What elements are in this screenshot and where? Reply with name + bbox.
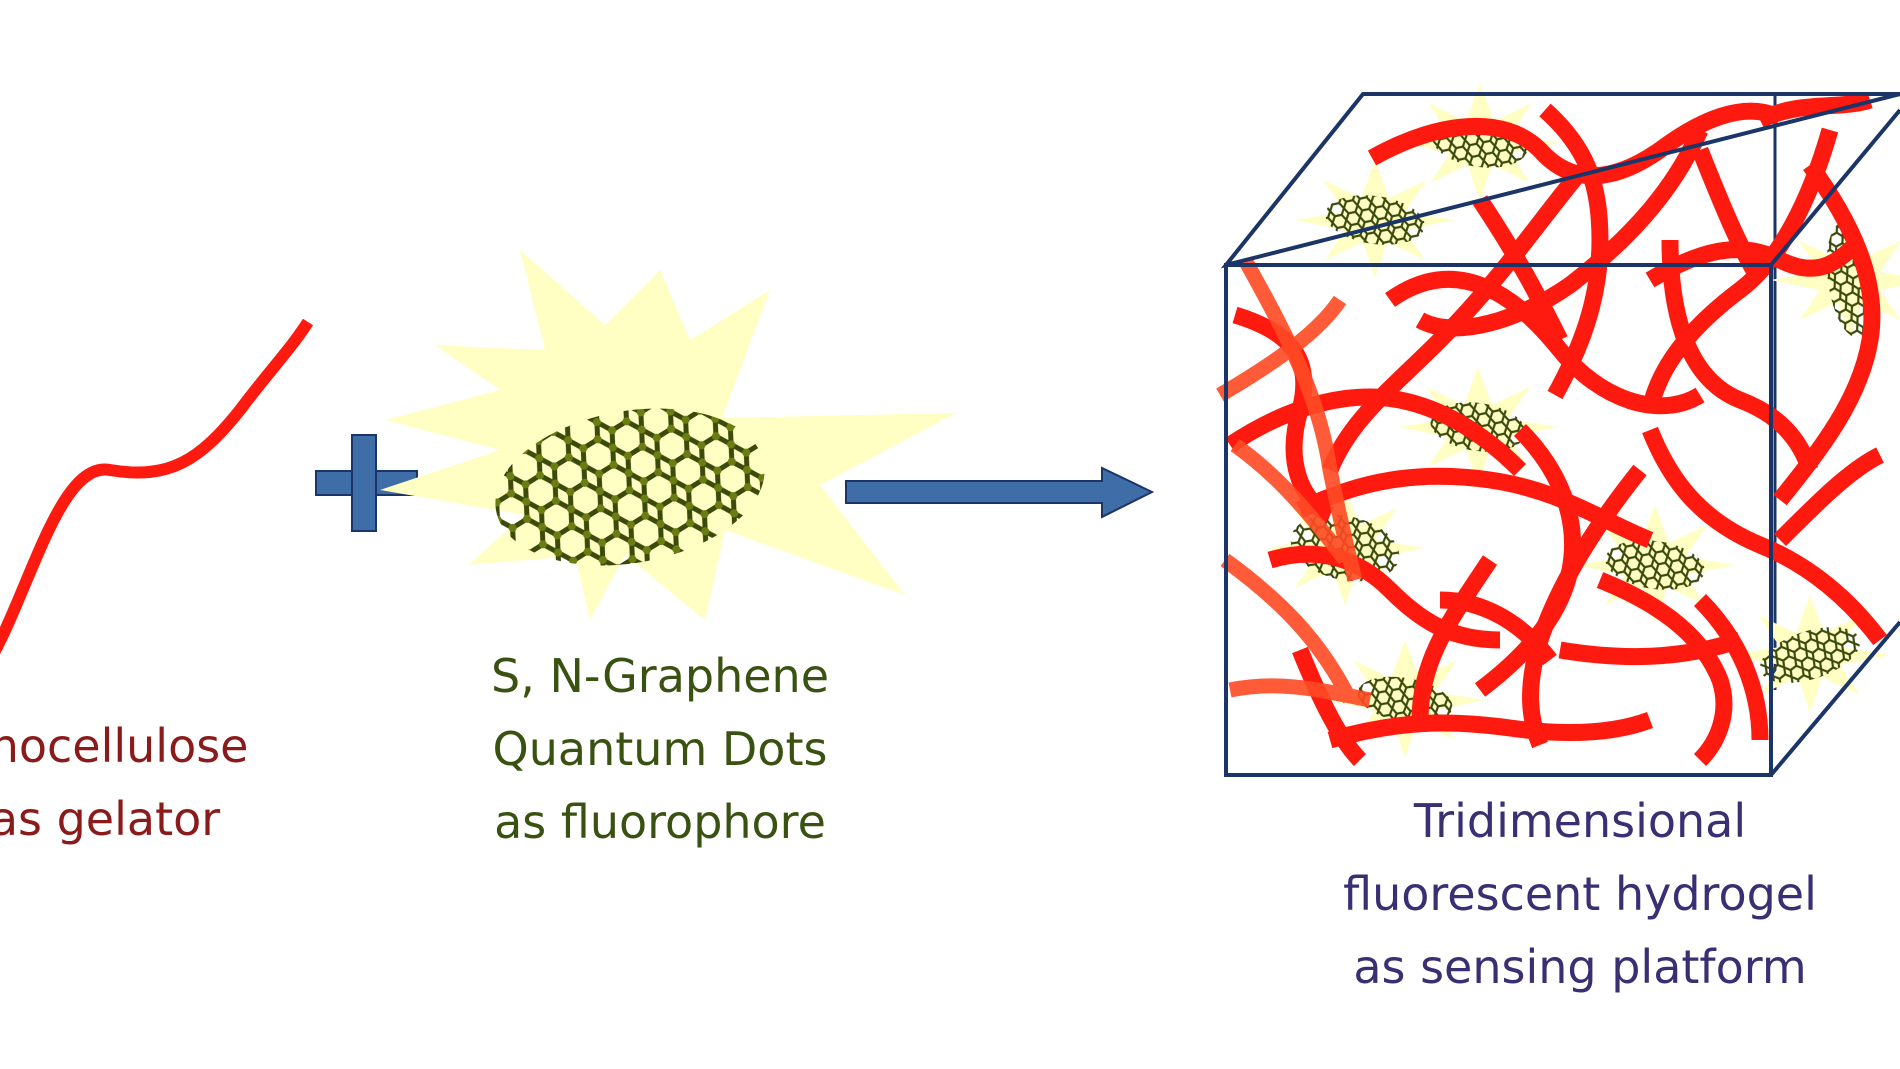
caption-line: as gelator — [0, 792, 221, 846]
caption-line: as sensing platform — [1353, 940, 1807, 994]
caption-line: fluorescent hydrogel — [1343, 867, 1817, 921]
caption-line: Tridimensional — [1413, 794, 1747, 848]
fiber-network-edge — [1216, 256, 1372, 708]
wavy-fiber-icon — [0, 318, 314, 655]
fiber-network — [1225, 91, 1887, 767]
caption-line: as fluorophore — [494, 795, 826, 849]
caption-line: anocellulose — [0, 719, 249, 773]
caption-line: Quantum Dots — [492, 722, 828, 776]
right-arrow-icon — [845, 466, 1155, 519]
hydrogel-cube-icon — [1216, 83, 1900, 777]
graphene-quantum-dot-icon — [380, 250, 956, 620]
caption-line: S, N-Graphene — [491, 649, 829, 703]
quantum-dots-caption: S, N-Graphene Quantum Dots as fluorophor… — [430, 640, 890, 859]
hydrogel-caption: Tridimensional fluorescent hydrogel as s… — [1300, 785, 1860, 1004]
nanocellulose-caption: anocellulose as gelator — [0, 710, 305, 856]
